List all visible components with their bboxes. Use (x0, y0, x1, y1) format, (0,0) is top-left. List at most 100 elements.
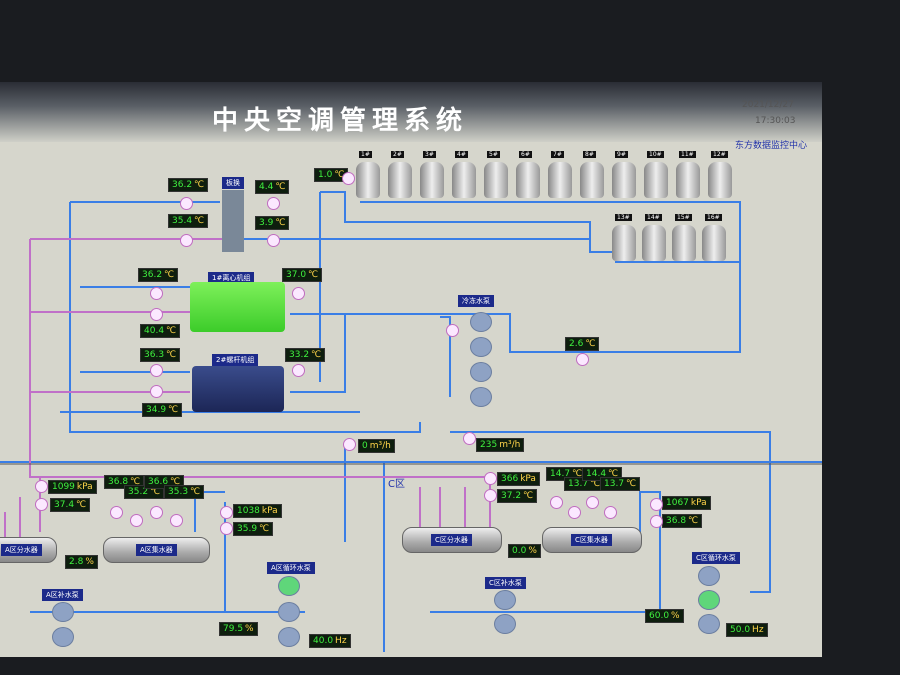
pipe-diagram (0, 191, 822, 652)
chiller1[interactable] (190, 282, 285, 332)
plate-hx-label: 板换 (222, 177, 244, 189)
cooling-tower[interactable]: 4# (452, 151, 476, 198)
sensor-point[interactable] (180, 234, 193, 247)
tower-label: 4# (455, 151, 468, 158)
cooling-tower[interactable]: 11# (676, 151, 700, 198)
sensor-point[interactable] (604, 506, 617, 519)
c-makeup-label: C区补水泵 (485, 577, 526, 589)
a-makeup-pump-1[interactable] (52, 602, 74, 622)
tower-label: 10# (647, 151, 664, 158)
cooling-tower[interactable]: 3# (420, 151, 444, 198)
hx-temp-2: 4.4℃ (255, 180, 290, 194)
sensor-point[interactable] (446, 324, 459, 337)
sensor-point[interactable] (267, 234, 280, 247)
cooling-tower[interactable]: 1# (356, 151, 380, 198)
sensor-point[interactable] (267, 197, 280, 210)
sensor-point[interactable] (463, 432, 476, 445)
tower-supply-temp: 1.0℃ (314, 168, 349, 182)
sensor-point[interactable] (150, 308, 163, 321)
sensor-point[interactable] (110, 506, 123, 519)
chw-pump-4[interactable] (470, 387, 492, 407)
a-circ-pump-2[interactable] (278, 602, 300, 622)
sensor-point[interactable] (568, 506, 581, 519)
c-valve-2: 60.0% (645, 609, 684, 623)
chiller1-cw-out: 40.4℃ (140, 324, 181, 338)
tower-label: 14# (645, 214, 662, 221)
chw-pumps-label: 冷冻水泵 (458, 295, 494, 307)
cooling-tower[interactable]: 5# (484, 151, 508, 198)
tower-label: 5# (487, 151, 500, 158)
sensor-point[interactable] (292, 364, 305, 377)
sensor-point[interactable] (484, 472, 497, 485)
sensor-point[interactable] (150, 287, 163, 300)
a-return-temp: 35.9℃ (233, 522, 274, 536)
sensor-point[interactable] (576, 353, 589, 366)
org-name: 东方数据监控中心 (735, 141, 808, 151)
cooling-tower[interactable]: 8# (580, 151, 604, 198)
cooling-tower[interactable]: 13# (612, 214, 636, 261)
c-branch-temp-4: 13.7℃ (600, 477, 641, 491)
cooling-tower[interactable]: 2# (388, 151, 412, 198)
plate-heat-exchanger[interactable] (222, 190, 244, 252)
c-collector[interactable]: C区集水器 (542, 527, 642, 553)
cooling-tower[interactable]: 14# (642, 214, 666, 261)
sensor-point[interactable] (342, 172, 355, 185)
sensor-point[interactable] (220, 522, 233, 535)
cooling-tower[interactable]: 12# (708, 151, 732, 198)
a-collector[interactable]: A区集水器 (103, 537, 210, 563)
sensor-point[interactable] (220, 506, 233, 519)
sensor-point[interactable] (586, 496, 599, 509)
a-branch-temp-4: 35.3℃ (164, 485, 205, 499)
chiller2-cw-out: 34.9℃ (142, 403, 183, 417)
tower-label: 1# (359, 151, 372, 158)
a-supply-temp: 37.4℃ (50, 498, 91, 512)
cooling-tower[interactable]: 16# (702, 214, 726, 261)
sensor-point[interactable] (130, 514, 143, 527)
c-circ-label: C区循环水泵 (692, 552, 740, 564)
cooling-tower[interactable]: 15# (672, 214, 696, 261)
a-makeup-pump-2[interactable] (52, 627, 74, 647)
c-makeup-pump-1[interactable] (494, 590, 516, 610)
sensor-point[interactable] (150, 385, 163, 398)
a-circ-pump-1[interactable] (278, 576, 300, 596)
c-circ-pump-3[interactable] (698, 614, 720, 634)
sensor-point[interactable] (484, 489, 497, 502)
sensor-point[interactable] (170, 514, 183, 527)
tower-label: 8# (583, 151, 596, 158)
chw-pump-3[interactable] (470, 362, 492, 382)
sensor-point[interactable] (343, 438, 356, 451)
sensor-point[interactable] (35, 480, 48, 493)
sensor-point[interactable] (150, 506, 163, 519)
tower-label: 13# (615, 214, 632, 221)
sensor-point[interactable] (550, 496, 563, 509)
chiller2[interactable] (192, 366, 284, 412)
c-distributor[interactable]: C区分水器 (402, 527, 502, 553)
sensor-point[interactable] (35, 498, 48, 511)
cooling-tower[interactable]: 9# (612, 151, 636, 198)
sensor-point[interactable] (150, 364, 163, 377)
tower-label: 16# (705, 214, 722, 221)
c-circ-pump-1[interactable] (698, 566, 720, 586)
cooling-tower[interactable]: 10# (644, 151, 668, 198)
c-circ-pump-2[interactable] (698, 590, 720, 610)
sensor-point[interactable] (292, 287, 305, 300)
sensor-point[interactable] (650, 498, 663, 511)
a-valve: 2.8% (65, 555, 98, 569)
chw-pump-1[interactable] (470, 312, 492, 332)
tower-label: 9# (615, 151, 628, 158)
sensor-point[interactable] (180, 197, 193, 210)
cooling-tower[interactable]: 6# (516, 151, 540, 198)
sensor-point[interactable] (650, 515, 663, 528)
chiller1-chw-out: 37.0℃ (282, 268, 323, 282)
cooling-tower[interactable]: 7# (548, 151, 572, 198)
scada-screen: 中央空调管理系统 2021/12/27 17:30:03 东方数据监控中心 1#… (0, 82, 822, 657)
hx-temp-3: 35.4℃ (168, 214, 209, 228)
chw-pump-2[interactable] (470, 337, 492, 357)
a-distributor[interactable]: A区分水器 (0, 537, 57, 563)
a-circ-pump-3[interactable] (278, 627, 300, 647)
c-makeup-pump-2[interactable] (494, 614, 516, 634)
